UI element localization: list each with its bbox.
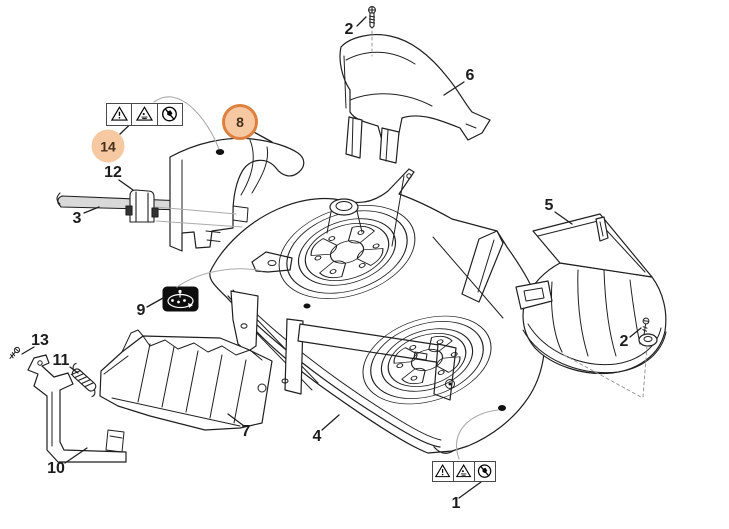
warning-triangle-icon (433, 462, 453, 481)
screw-part2-top (368, 6, 376, 29)
callout-part5[interactable]: 5 (544, 197, 554, 214)
connector-curves (153, 96, 499, 460)
callout-part1[interactable]: 1 (451, 495, 461, 512)
callout-part11[interactable]: 11 (52, 352, 70, 369)
callout-part10[interactable]: 10 (47, 460, 65, 477)
side-cover-part5 (515, 213, 667, 375)
callout-part4[interactable]: 4 (312, 428, 322, 445)
screw-part13 (9, 346, 21, 359)
assembly-dashed-lines (371, 30, 648, 398)
screw-part2-right (642, 317, 650, 336)
leader-lines (21, 16, 642, 499)
callout-part9[interactable]: 9 (136, 302, 146, 319)
callout-part2-right[interactable]: 2 (619, 333, 629, 350)
warning-triangle-icon (107, 104, 131, 125)
clip-part12 (125, 189, 159, 223)
callout-part12[interactable]: 12 (104, 164, 122, 181)
callout-part3[interactable]: 3 (72, 210, 82, 227)
callout-part6[interactable]: 6 (465, 67, 475, 84)
no-blade-contact-icon (474, 462, 495, 481)
callout-part14-highlighted[interactable]: 14 (91, 129, 125, 163)
warning-label-strip-top (106, 103, 183, 126)
callout-part13[interactable]: 13 (31, 332, 49, 349)
warning-label-strip-bottom (432, 461, 496, 482)
read-manual-warning-icon (453, 462, 474, 481)
discharge-chute-part8 (169, 137, 305, 252)
bracket-part10 (27, 354, 127, 463)
deflector-part7 (99, 329, 273, 431)
no-blade-contact-icon (156, 104, 182, 125)
read-manual-warning-icon (131, 104, 156, 125)
callout-part7[interactable]: 7 (241, 423, 251, 440)
deck-housing-part4 (209, 168, 546, 454)
top-cover-part6 (339, 34, 491, 164)
instruction-sticker-part9 (162, 286, 199, 312)
callout-part8-selected[interactable]: 8 (222, 104, 258, 140)
callout-part2-top[interactable]: 2 (344, 21, 354, 38)
